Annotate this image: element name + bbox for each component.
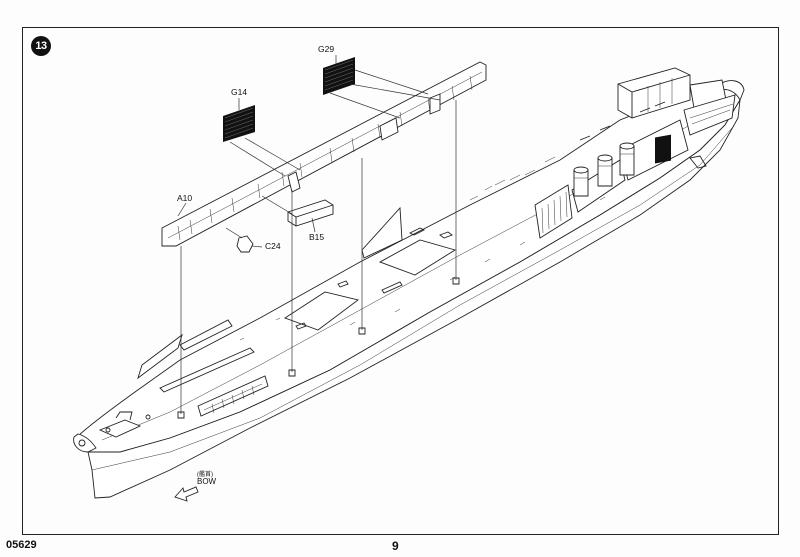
step-number-badge: 13 — [31, 36, 51, 56]
step-frame — [22, 27, 779, 535]
part-label-c24: C24 — [265, 241, 281, 251]
part-label-g29: G29 — [318, 44, 335, 54]
assembly-guides — [177, 55, 460, 419]
parts — [161, 57, 487, 253]
funnels — [573, 142, 635, 197]
deck-features — [98, 67, 736, 438]
bow-label: BOW — [197, 477, 217, 486]
arrow-left-down-icon — [174, 486, 199, 502]
part-label-b15: B15 — [309, 232, 325, 242]
product-code: 05629 — [6, 539, 37, 551]
page-number: 9 — [392, 539, 399, 553]
part-label-g14: G14 — [231, 87, 248, 97]
part-label-a10: A10 — [177, 193, 193, 203]
bow-label-cn: (艦首) — [197, 472, 213, 478]
